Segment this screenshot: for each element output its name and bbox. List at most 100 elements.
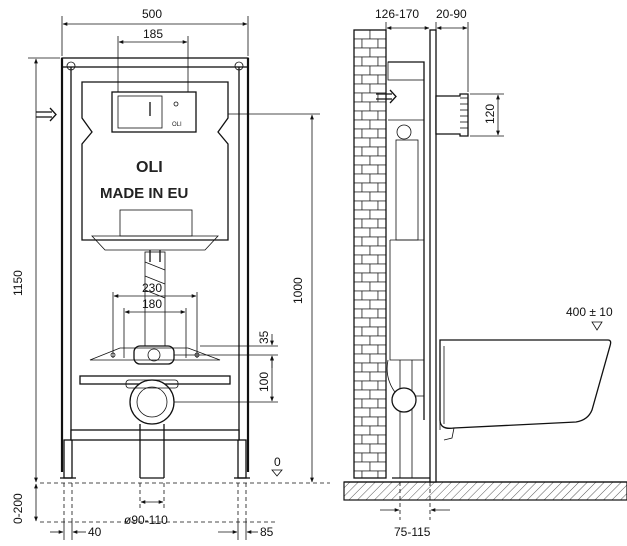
- brick: [353, 362, 363, 373]
- plate-logo: OLI: [172, 122, 182, 128]
- water-inlet-arrow-front: [36, 107, 57, 122]
- brick: [361, 56, 379, 67]
- brick: [377, 164, 387, 175]
- brick: [353, 38, 363, 49]
- brick: [361, 74, 379, 85]
- brick: [377, 380, 387, 391]
- brick: [377, 344, 387, 355]
- dim-40: 40: [88, 525, 102, 539]
- brick: [361, 272, 379, 283]
- brick: [353, 47, 371, 58]
- brick: [369, 101, 387, 112]
- brick: [377, 182, 387, 193]
- brick: [361, 236, 379, 247]
- front-view: OLI OLI MADE IN EU: [11, 7, 330, 540]
- brick: [369, 443, 387, 454]
- side-view: 126-170 20-90 120 400 ± 10 75-115: [343, 7, 627, 539]
- brick: [353, 317, 371, 328]
- brick: [377, 272, 387, 283]
- brick: [353, 299, 371, 310]
- brick-wall: [353, 29, 387, 479]
- brick: [353, 137, 371, 148]
- brick: [369, 263, 387, 274]
- brick: [377, 326, 387, 337]
- brick: [369, 371, 387, 382]
- brick: [361, 398, 379, 409]
- brick: [361, 362, 379, 373]
- brick: [353, 353, 371, 364]
- dim-bolt-spacing: 180: [142, 297, 162, 311]
- brick: [377, 56, 387, 67]
- brick: [377, 236, 387, 247]
- brick: [353, 92, 363, 103]
- brick: [369, 119, 387, 130]
- brick: [361, 92, 379, 103]
- brick: [353, 83, 371, 94]
- brick: [361, 326, 379, 337]
- dim-35: 35: [257, 330, 271, 344]
- brick: [353, 56, 363, 67]
- brick: [361, 164, 379, 175]
- water-inlet-arrow-side: [376, 89, 397, 104]
- brick: [361, 128, 379, 139]
- actuator-block: [435, 93, 469, 137]
- brick: [369, 191, 387, 202]
- brick: [377, 290, 387, 301]
- brick: [353, 434, 363, 445]
- brick: [353, 164, 363, 175]
- brick: [353, 452, 363, 463]
- brick: [377, 398, 387, 409]
- dim-feet-spacing: 230: [142, 281, 162, 295]
- brick: [353, 263, 371, 274]
- brick: [353, 182, 363, 193]
- brick: [361, 308, 379, 319]
- brick: [377, 362, 387, 373]
- brick: [353, 218, 363, 229]
- dim-width: 500: [142, 7, 162, 21]
- brick: [353, 110, 363, 121]
- brick: [353, 128, 363, 139]
- brick: [353, 101, 371, 112]
- flush-pipe: [79, 251, 231, 479]
- frame: [60, 57, 250, 479]
- brick: [353, 281, 371, 292]
- brick: [361, 200, 379, 211]
- brick: [353, 308, 363, 319]
- side-frame: [386, 29, 437, 483]
- brick: [353, 461, 371, 472]
- brick: [369, 83, 387, 94]
- brick: [353, 326, 363, 337]
- brick: [369, 299, 387, 310]
- made-in-label: MADE IN EU: [100, 185, 188, 202]
- dim-100: 100: [257, 372, 271, 392]
- brick: [353, 119, 371, 130]
- brick: [361, 182, 379, 193]
- brick: [377, 308, 387, 319]
- brick: [361, 416, 379, 427]
- brick: [353, 272, 363, 283]
- brick: [353, 200, 363, 211]
- brick: [377, 110, 387, 121]
- brick: [353, 236, 363, 247]
- floor-slab: [343, 481, 627, 501]
- brick: [361, 254, 379, 265]
- brick: [353, 407, 371, 418]
- brick: [369, 65, 387, 76]
- dim-outlet: 75-115: [394, 525, 431, 539]
- dim-mount-height: 1000: [291, 277, 305, 304]
- brick: [377, 254, 387, 265]
- brick: [353, 65, 371, 76]
- brick: [361, 434, 379, 445]
- brick: [369, 461, 387, 472]
- brick: [377, 452, 387, 463]
- brick: [369, 335, 387, 346]
- brick: [377, 470, 387, 479]
- brick: [377, 200, 387, 211]
- dim-height: 1150: [11, 270, 25, 296]
- brick: [377, 434, 387, 445]
- brick: [353, 398, 363, 409]
- brick: [361, 380, 379, 391]
- dim-load: 400 ± 10: [566, 305, 613, 319]
- dim-floor-zero: 0: [274, 455, 281, 469]
